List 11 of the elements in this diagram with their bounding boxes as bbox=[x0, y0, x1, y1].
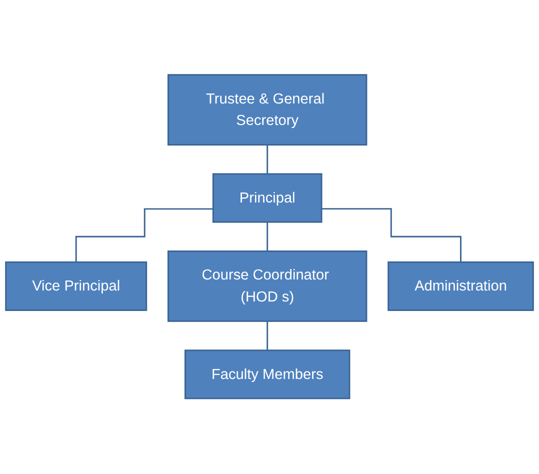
connector bbox=[75, 208, 214, 264]
node-box: Faculty Members bbox=[184, 350, 350, 400]
connector bbox=[266, 320, 268, 352]
node-box: Vice Principal bbox=[5, 262, 148, 312]
node-box: Principal bbox=[212, 174, 322, 224]
node-box: Course Coordinator (HOD s) bbox=[168, 250, 368, 322]
node-box: Administration bbox=[388, 262, 534, 312]
node-box: Trustee & General Secretory bbox=[168, 74, 368, 146]
connector bbox=[322, 208, 462, 264]
connector bbox=[266, 222, 268, 252]
connector bbox=[266, 144, 268, 176]
